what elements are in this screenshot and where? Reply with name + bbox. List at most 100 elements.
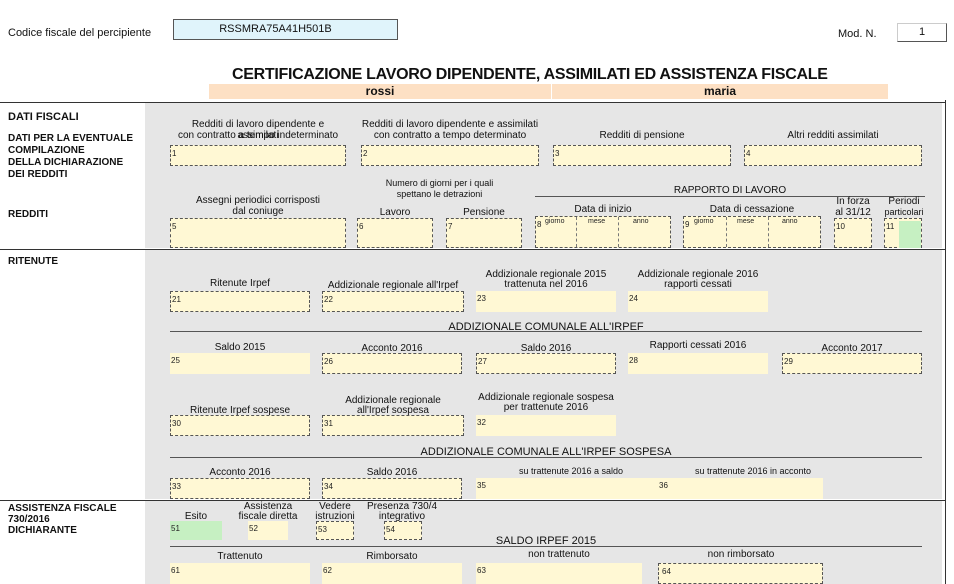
field-52-assistenza-diretta[interactable]: 52 bbox=[248, 521, 288, 540]
field-number: 64 bbox=[662, 567, 671, 576]
field-8-data-inizio[interactable]: 8 giorno mese anno bbox=[535, 216, 671, 248]
mese-label: mese bbox=[737, 218, 755, 225]
field-64-non-rimborsato[interactable]: 64 bbox=[658, 563, 823, 584]
field-51-esito[interactable]: 51 bbox=[170, 521, 222, 540]
label-field-64: non rimborsato bbox=[707, 549, 775, 560]
label-field-25: Saldo 2015 bbox=[214, 342, 266, 353]
field-35-trattenute-saldo[interactable]: 35 bbox=[476, 478, 666, 499]
section-dati-fiscali: DATI FISCALI bbox=[8, 111, 79, 123]
field-30-ritenute-sospese[interactable]: 30 bbox=[170, 415, 310, 436]
field-26-acconto-2016[interactable]: 26 bbox=[322, 353, 462, 374]
label-field-24b: rapporti cessati bbox=[664, 279, 732, 290]
field-62-rimborsato[interactable]: 62 bbox=[322, 563, 462, 584]
section-redditi: REDDITI bbox=[8, 209, 48, 220]
field-number: 31 bbox=[324, 419, 333, 428]
field-11-periodi-particolari[interactable]: 11 bbox=[884, 218, 922, 248]
field-9-data-cessazione[interactable]: 9 giorno mese anno bbox=[683, 216, 821, 248]
label-field-2a: Redditi di lavoro dipendente e assimilat… bbox=[361, 119, 539, 130]
mod-number-input[interactable]: 1 bbox=[897, 23, 947, 42]
field-number: 9 bbox=[685, 220, 690, 229]
label-field-52a: Assistenza bbox=[243, 501, 293, 512]
field-31-addizionale-regionale-sospesa[interactable]: 31 bbox=[322, 415, 464, 436]
field-7-giorni-pensione[interactable]: 7 bbox=[446, 218, 522, 248]
field-61-trattenuto[interactable]: 61 bbox=[170, 563, 310, 584]
field-6-giorni-lavoro-dipendente[interactable]: 6 bbox=[357, 218, 433, 248]
field-number: 53 bbox=[318, 525, 327, 534]
field-number: 25 bbox=[171, 356, 180, 365]
form-title: CERTIFICAZIONE LAVORO DIPENDENTE, ASSIMI… bbox=[232, 66, 828, 83]
field-number: 32 bbox=[477, 418, 486, 427]
field-1-redditi-indeterminato[interactable]: 1 bbox=[170, 145, 346, 166]
field-22-addizionale-regionale[interactable]: 22 bbox=[322, 291, 464, 312]
label-field-36: su trattenute 2016 in acconto bbox=[694, 466, 812, 476]
field-53-vedere-istruzioni[interactable]: 53 bbox=[316, 521, 354, 540]
label-field-2b: con contratto a tempo determinato bbox=[373, 130, 527, 141]
separator-assistenza bbox=[0, 500, 946, 501]
cognome-field: rossi bbox=[209, 84, 551, 99]
field-36-trattenute-acconto[interactable]: 36 bbox=[658, 478, 823, 499]
field-number: 4 bbox=[746, 149, 751, 158]
field-number: 61 bbox=[171, 566, 180, 575]
field-21-ritenute-irpef[interactable]: 21 bbox=[170, 291, 310, 312]
label-field-5b: dal coniuge bbox=[232, 206, 284, 217]
label-field-23b: trattenuta nel 2016 bbox=[504, 279, 588, 290]
label-field-32a: Addizionale regionale sospesa bbox=[478, 392, 614, 403]
field-4-altri-redditi[interactable]: 4 bbox=[744, 145, 922, 166]
subcell-divider bbox=[576, 217, 577, 247]
label-field-7: Pensione bbox=[463, 207, 505, 218]
field-10-in-forza[interactable]: 10 bbox=[834, 218, 872, 248]
field-3-redditi-pensione[interactable]: 3 bbox=[553, 145, 731, 166]
field-32-addizionale-sospesa-2016[interactable]: 32 bbox=[476, 415, 616, 436]
field-27-saldo-2016[interactable]: 27 bbox=[476, 353, 616, 374]
field-34-saldo-2016-sospesa[interactable]: 34 bbox=[322, 478, 462, 499]
field-33-acconto-2016-sospesa[interactable]: 33 bbox=[170, 478, 310, 499]
label-field-26: Acconto 2016 bbox=[361, 343, 423, 354]
field-25-saldo-2015[interactable]: 25 bbox=[170, 353, 310, 374]
label-field-23a: Addizionale regionale 2015 bbox=[485, 269, 607, 280]
field-54-presenza-730-4[interactable]: 54 bbox=[384, 521, 422, 540]
anno-label: anno bbox=[782, 218, 798, 225]
separator-top bbox=[0, 102, 946, 103]
nome-field: maria bbox=[552, 84, 888, 99]
field-number: 28 bbox=[629, 356, 638, 365]
field-number: 33 bbox=[172, 482, 181, 491]
field-number: 26 bbox=[324, 357, 333, 366]
field-number: 29 bbox=[784, 357, 793, 366]
nome-value: maria bbox=[703, 84, 737, 98]
subcell-divider bbox=[726, 217, 727, 247]
field-63-non-trattenuto[interactable]: 63 bbox=[476, 563, 642, 584]
label-field-54a: Presenza 730/4 bbox=[366, 501, 438, 512]
field-number: 23 bbox=[477, 294, 486, 303]
field-number: 30 bbox=[172, 419, 181, 428]
field-number: 2 bbox=[363, 149, 368, 158]
section-dati-eventuale-2: COMPILAZIONE bbox=[8, 145, 85, 156]
label-field-5a: Assegni periodici corrisposti bbox=[196, 195, 320, 206]
codice-fiscale-input[interactable]: RSSMRA75A41H501B bbox=[173, 19, 398, 40]
label-field-24a: Addizionale regionale 2016 bbox=[637, 269, 759, 280]
saldo-irpef-line bbox=[170, 546, 922, 547]
codice-fiscale-label: Codice fiscale del percipiente bbox=[8, 27, 152, 39]
field-number: 3 bbox=[555, 149, 560, 158]
section-dati-eventuale-3: DELLA DICHIARAZIONE bbox=[8, 157, 124, 168]
section-assistenza-2: 730/2016 bbox=[8, 514, 50, 525]
rapporto-line bbox=[535, 196, 925, 197]
label-field-11a: Periodi bbox=[888, 196, 920, 207]
label-field-22: Addizionale regionale all'Irpef bbox=[327, 280, 459, 291]
field-28-rapporti-cessati[interactable]: 28 bbox=[628, 353, 768, 374]
label-field-31b: all'Irpef sospesa bbox=[357, 405, 429, 416]
field-2-redditi-determinato[interactable]: 2 bbox=[361, 145, 539, 166]
label-field-53a: Vedere bbox=[319, 501, 351, 512]
mod-number-value: 1 bbox=[918, 26, 926, 38]
mod-label: Mod. N. bbox=[838, 28, 877, 40]
label-field-4: Altri redditi assimilati bbox=[787, 130, 879, 141]
label-field-33: Acconto 2016 bbox=[209, 467, 271, 478]
label-field-34: Saldo 2016 bbox=[366, 467, 418, 478]
section-assistenza-3: DICHIARANTE bbox=[8, 525, 77, 536]
field-29-acconto-2017[interactable]: 29 bbox=[782, 353, 922, 374]
field-24-addizionale-2016-cessati[interactable]: 24 bbox=[628, 291, 768, 312]
field-number: 11 bbox=[886, 222, 895, 231]
field-11-green-cell bbox=[899, 221, 921, 248]
label-field-61: Trattenuto bbox=[217, 551, 263, 562]
field-5-assegni-coniuge[interactable]: 5 bbox=[170, 218, 346, 248]
field-23-addizionale-2015[interactable]: 23 bbox=[476, 291, 616, 312]
